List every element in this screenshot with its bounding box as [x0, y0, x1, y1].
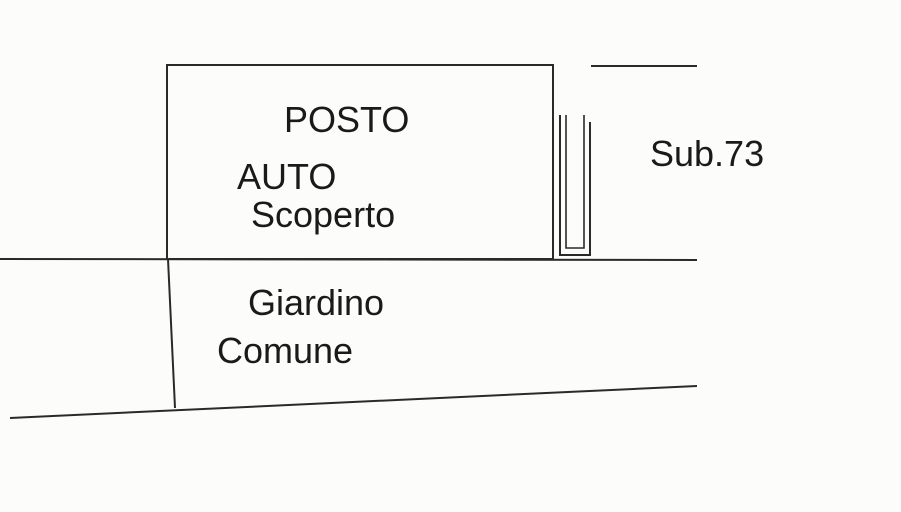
- label-comune: Comune: [217, 330, 354, 371]
- narrow-passage-inner: [565, 115, 585, 249]
- label-sub73: Sub.73: [650, 133, 765, 174]
- garden-left-boundary: [167, 258, 176, 409]
- garden-bottom-boundary: [9, 385, 698, 419]
- horizontal-boundary-line: [0, 258, 698, 261]
- label-posto: POSTO: [284, 99, 410, 140]
- label-scoperto: Scoperto: [251, 194, 396, 235]
- label-auto: AUTO: [237, 156, 337, 197]
- label-giardino: Giardino: [248, 282, 385, 323]
- narrow-passage-outline: [559, 115, 591, 256]
